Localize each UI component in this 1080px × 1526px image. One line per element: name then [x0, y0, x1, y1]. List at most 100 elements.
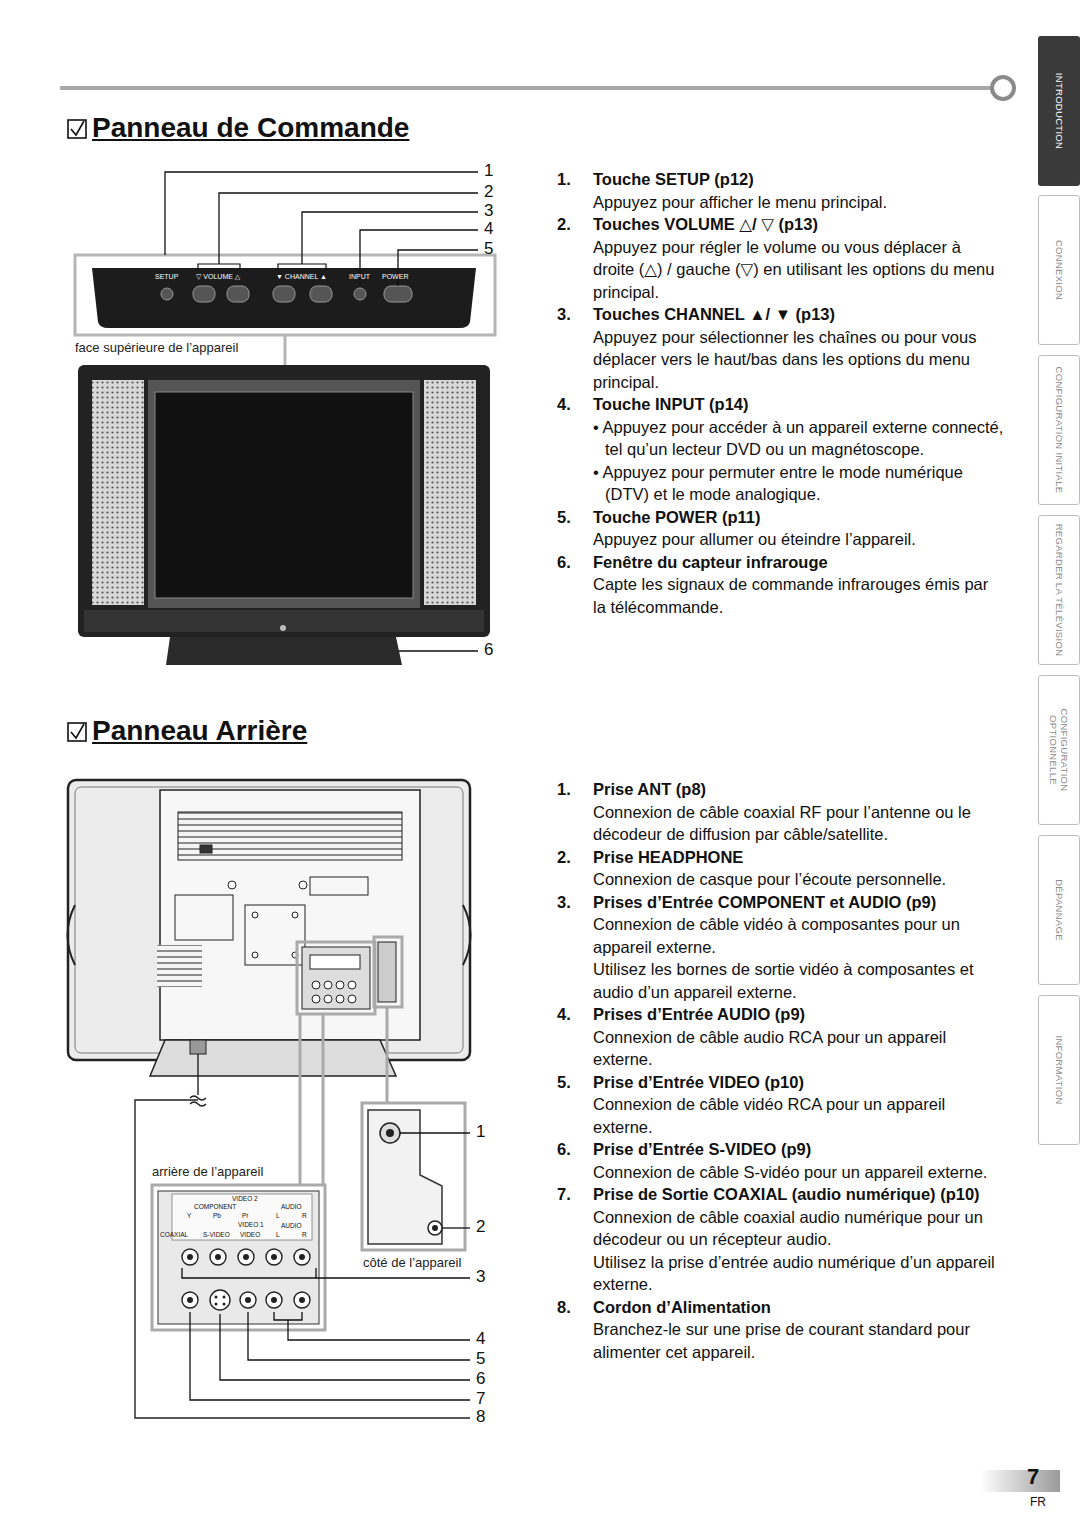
caption: côté de l’appareil [363, 1256, 461, 1271]
jack-label: Pb [213, 1212, 221, 1219]
item-number: 5. [557, 1071, 571, 1094]
tv-rear [336, 981, 344, 989]
jack-panel [182, 1249, 198, 1265]
highlight-connectors [374, 937, 402, 1007]
side-panel [380, 1123, 400, 1143]
tv-rear [292, 912, 298, 918]
tv-rear [252, 952, 258, 958]
leader-lines [398, 250, 478, 286]
language-code: FR [1030, 1496, 1046, 1510]
jack-label: VIDEO [240, 1231, 260, 1238]
item-heading: Touches CHANNEL ▲/ ▼ (p13) [593, 303, 1005, 326]
item-number: 7. [557, 1183, 571, 1206]
leader-lines [219, 193, 478, 264]
power-cord [135, 1100, 470, 1418]
top-panel [75, 255, 495, 365]
callout-number: 1 [476, 1123, 485, 1141]
tv-rear [157, 945, 202, 987]
jack-label: COAXIAL [160, 1231, 188, 1238]
jack-panel [152, 1185, 325, 1330]
list-item: 5.Prise d’Entrée VIDEO (p10)Connexion de… [557, 1071, 1005, 1139]
tv-rear [324, 995, 332, 1003]
item-heading: Prise d’Entrée VIDEO (p10) [593, 1071, 1005, 1094]
top-panel [75, 255, 495, 335]
jack-panel [243, 1254, 249, 1260]
item-heading: Prise HEADPHONE [593, 846, 1005, 869]
callout-number: 5 [476, 1350, 485, 1368]
tv-rear [336, 995, 344, 1003]
header-rule [992, 77, 1014, 99]
leader-lines [165, 172, 478, 255]
jack-panel [294, 1292, 310, 1308]
jack-panel [215, 1296, 218, 1299]
jack-label: VIDEO 1 [238, 1221, 264, 1228]
tv-front [78, 365, 490, 665]
item-list: 1.Touche SETUP (p12)Appuyez pour affiche… [557, 168, 1005, 618]
jack-panel [187, 1254, 305, 1306]
caption: face supérieure de l’appareil [75, 341, 238, 356]
tv-rear [312, 995, 320, 1003]
item-text: Connexion de câble S-vidéo pour un appar… [593, 1161, 1005, 1184]
jack-panel [210, 1290, 230, 1310]
callout-number: 2 [484, 183, 493, 201]
header-rule [60, 77, 1014, 99]
jack-label: AUDIO [281, 1203, 302, 1210]
item-number: 6. [557, 551, 571, 574]
jack-panel [210, 1249, 226, 1265]
tv-rear [190, 1040, 206, 1054]
jack-panel [187, 1297, 193, 1303]
callout-number: 7 [476, 1390, 485, 1408]
item-text: Connexion de câble vidéo à composantes p… [593, 913, 1005, 958]
power-cord [135, 1054, 470, 1418]
tv-rear [68, 780, 471, 1076]
jack-panel [158, 1191, 319, 1324]
button-label: INPUT [349, 273, 370, 281]
rear-leader-lines [400, 1132, 470, 1133]
item-text: • Appuyez pour accéder à un appareil ext… [593, 416, 1005, 461]
tv-rear [378, 942, 396, 1002]
tab-label: CONFIGURATION INITIALE [1054, 359, 1065, 501]
item-number: 3. [557, 891, 571, 914]
tv-rear [150, 1040, 396, 1076]
jack-panel [238, 1249, 254, 1265]
item-heading: Touche INPUT (p14) [593, 393, 1005, 416]
item-heading: Prises d’Entrée COMPONENT et AUDIO (p9) [593, 891, 1005, 914]
tv-front [84, 610, 484, 632]
tv-rear [252, 912, 258, 918]
top-panel [161, 288, 173, 300]
tv-rear [310, 955, 360, 969]
list-item: 5.Touche POWER (p11)Appuyez pour allumer… [557, 506, 1005, 551]
item-text: Utilisez les bornes de sortie vidéo à co… [593, 958, 1005, 1003]
item-number: 6. [557, 1138, 571, 1161]
list-item: 6.Fenêtre du capteur infrarougeCapte les… [557, 551, 1005, 619]
item-text: Connexion de casque pour l’écoute person… [593, 868, 1005, 891]
tab-label: REGARDER LA TÉLÉVISION [1054, 519, 1065, 661]
section-tab: CONFIGURATION OPTIONNELLE [1038, 675, 1080, 825]
side-panel [386, 1129, 394, 1137]
jack-panel [223, 1303, 226, 1306]
tv-front [148, 380, 420, 608]
item-heading: Cordon d’Alimentation [593, 1296, 1005, 1319]
jack-label: L [276, 1212, 280, 1219]
callout-number: 2 [476, 1218, 485, 1236]
jack-panel [240, 1292, 256, 1308]
item-text: Appuyez pour sélectionner les chaînes ou… [593, 326, 1005, 394]
callout-number: 6 [484, 641, 493, 659]
section-tab: CONNEXION [1038, 195, 1080, 345]
jack-panel [245, 1297, 251, 1303]
section-tab: INTRODUCTION [1038, 36, 1080, 186]
top-panel [273, 286, 295, 302]
item-number: 8. [557, 1296, 571, 1319]
page-number: 7 [1027, 1464, 1039, 1489]
jack-panel [152, 1185, 325, 1330]
tv-rear [160, 790, 420, 1040]
item-number: 3. [557, 303, 571, 326]
list-item: 6.Prise d’Entrée S-VIDEO (p9)Connexion d… [557, 1138, 1005, 1183]
checkbox-icon [68, 120, 86, 138]
top-panel [284, 335, 287, 365]
section-heading: Panneau de Commande [92, 112, 409, 144]
tv-front [155, 392, 413, 598]
item-number: 4. [557, 393, 571, 416]
top-panel [193, 286, 215, 302]
